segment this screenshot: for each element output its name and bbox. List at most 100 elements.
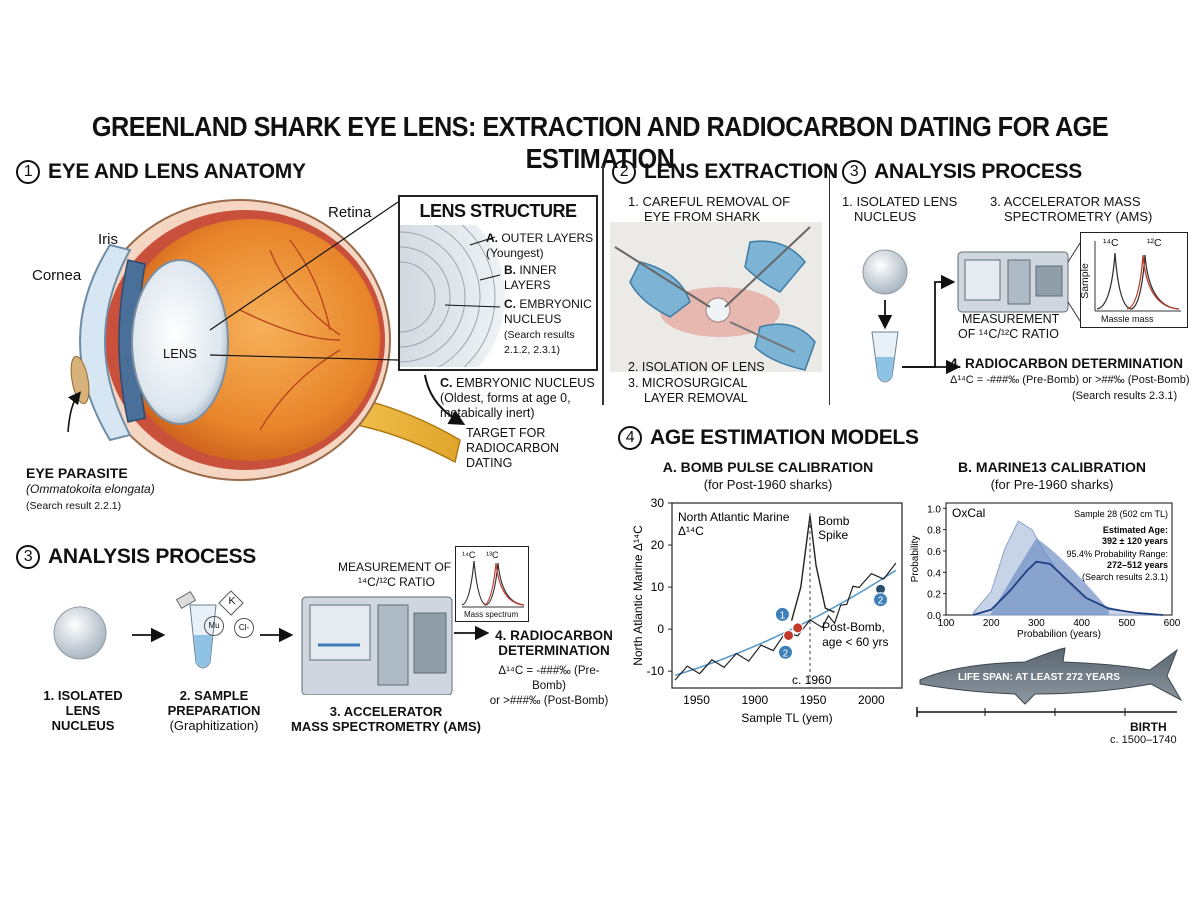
chem-badge: Mu xyxy=(204,616,224,636)
birth-range: c. 1500–1740 xyxy=(1110,734,1177,746)
x-tick-label: 400 xyxy=(1073,618,1090,629)
chart-b-subtitle: (for Pre-1960 sharks) xyxy=(990,477,1114,492)
range-label: 95.4% Probability Range: xyxy=(1066,549,1168,559)
bottom-formula: Δ¹⁴C = -###‰ (Pre-Bomb)or >###‰ (Post-Bo… xyxy=(489,665,609,707)
lens xyxy=(131,259,229,425)
section-number: 3 xyxy=(16,545,40,569)
data-marker xyxy=(792,622,804,634)
x-tick-label: 1900 xyxy=(741,693,768,707)
spectrum-inset-top: ¹⁴C ¹²C Sample Massle mass xyxy=(1078,232,1188,328)
section-2-title: 2 LENS EXTRACTION xyxy=(612,160,838,184)
analysis-top-illustration xyxy=(862,239,1083,383)
c14-label: ¹⁴C xyxy=(462,550,476,560)
y-tick-label: 0.8 xyxy=(927,526,941,537)
y-tick-label: 0.4 xyxy=(927,568,941,579)
divider xyxy=(829,165,830,405)
estimated-age-label: Estimated Age: xyxy=(1103,525,1168,535)
section-3-title: 3 ANALYSIS PROCESS xyxy=(842,160,1082,184)
y-tick-label: 0 xyxy=(657,622,664,636)
gloved-hand-left xyxy=(629,261,691,318)
divider xyxy=(602,165,604,405)
range-value: 272–512 years xyxy=(1107,560,1168,570)
x-tick-label: 200 xyxy=(983,618,1000,629)
bomb-spike-line xyxy=(790,515,835,621)
y-tick-label: 10 xyxy=(651,580,665,594)
section-number: 3 xyxy=(842,160,866,184)
x-tick-label: 2000 xyxy=(858,693,885,707)
analysis-bottom-illustration xyxy=(53,590,453,695)
inset-label: OxCal xyxy=(952,506,985,520)
arrow xyxy=(454,626,490,640)
inner-probability-band xyxy=(991,538,1109,615)
x-axis-label: Sample TL (yem) xyxy=(741,711,832,725)
gloved-hand-top xyxy=(744,240,806,293)
y-tick-label: 0.0 xyxy=(927,611,941,622)
iris-label: Iris xyxy=(98,231,118,248)
section-1-title: 1 EYE AND LENS ANATOMY xyxy=(16,160,306,184)
x-tick-label: 100 xyxy=(938,618,955,629)
marker-label: 2 xyxy=(783,648,789,659)
c1960-label: c. 1960 xyxy=(792,673,832,687)
estimated-age-value: 392 ± 120 years xyxy=(1102,536,1168,546)
section-4-title: 4 AGE ESTIMATION MODELS xyxy=(618,426,919,450)
lens-structure-box: LENS STRUCTURE A. OUTER LAYERS (Youngest… xyxy=(398,195,598,371)
y-tick-label: -10 xyxy=(647,664,665,678)
section-number: 1 xyxy=(16,160,40,184)
marker-label: 2 xyxy=(878,596,884,607)
extraction-step-2: 2. ISOLATION OF LENS xyxy=(628,360,765,374)
plot-area xyxy=(671,502,903,689)
sample-label: Sample 28 (502 cm TL) xyxy=(1074,509,1168,519)
x-tick-label: 1950 xyxy=(800,693,827,707)
data-series-line xyxy=(674,562,897,681)
section-title-text: ANALYSIS PROCESS xyxy=(48,545,256,568)
parasite-note: EYE PARASITE (Ommatokoita elongata) (Sea… xyxy=(26,465,155,513)
x-tick-label: 1950 xyxy=(683,693,710,707)
section-number: 4 xyxy=(618,426,642,450)
layer-b-label: B. INNER LAYERS xyxy=(504,263,557,292)
layer-c-label: C. EMBRYONIC NUCLEUS (Search results 2.1… xyxy=(504,297,592,356)
lens-label: LENS xyxy=(163,346,197,361)
page-title: GREENLAND SHARK EYE LENS: EXTRACTION AND… xyxy=(91,111,1109,174)
data-marker xyxy=(873,592,889,608)
radiocarbon-step-top: 4. RADIOCARBON DETERMINATION xyxy=(950,356,1184,371)
spectrum-xlabel: Massle mass xyxy=(1101,314,1154,324)
inset-label: North Atlantic Marine xyxy=(678,510,790,524)
c13-label: ¹³C xyxy=(486,550,499,560)
shark-illustration xyxy=(919,647,1183,705)
y-axis-label: Probability xyxy=(910,536,921,583)
y-tick-label: 30 xyxy=(651,496,665,510)
spectrum-ylabel: Sample xyxy=(1078,263,1091,299)
layer-a-label: A. OUTER LAYERS (Youngest) xyxy=(486,231,594,260)
cornea-label: Cornea xyxy=(32,267,82,284)
chart-b-title: B. MARINE13 CALIBRATION xyxy=(958,459,1146,475)
data-marker xyxy=(774,606,790,622)
formula-top: Δ¹⁴C = -###‰ (Pre-Bomb) or >##‰ (Post-Bo… xyxy=(950,374,1190,386)
x-tick-label: 600 xyxy=(1164,618,1181,629)
eye-anatomy-illustration xyxy=(67,199,461,481)
extraction-illustration xyxy=(610,222,822,372)
y-tick-label: 20 xyxy=(651,538,665,552)
birth-timeline xyxy=(916,707,1177,717)
section-title-text: LENS EXTRACTION xyxy=(644,160,838,183)
data-marker xyxy=(777,644,793,660)
section-3-bottom-title: 3 ANALYSIS PROCESS xyxy=(16,545,256,569)
spectrum-inset-bottom: ¹⁴C ¹³C Mass spectrum xyxy=(455,546,529,622)
y-tick-label: 1.0 xyxy=(927,504,941,515)
inset-label: Δ¹⁴C xyxy=(678,524,704,538)
y-tick-label: 0.2 xyxy=(927,590,941,601)
chem-badge: Cl- xyxy=(234,618,254,638)
ref-top: (Search results 2.3.1) xyxy=(1072,390,1178,402)
target-arrow xyxy=(424,374,466,425)
bomb-label: Bomb xyxy=(818,514,850,528)
y-tick-label: 0.6 xyxy=(927,547,941,558)
